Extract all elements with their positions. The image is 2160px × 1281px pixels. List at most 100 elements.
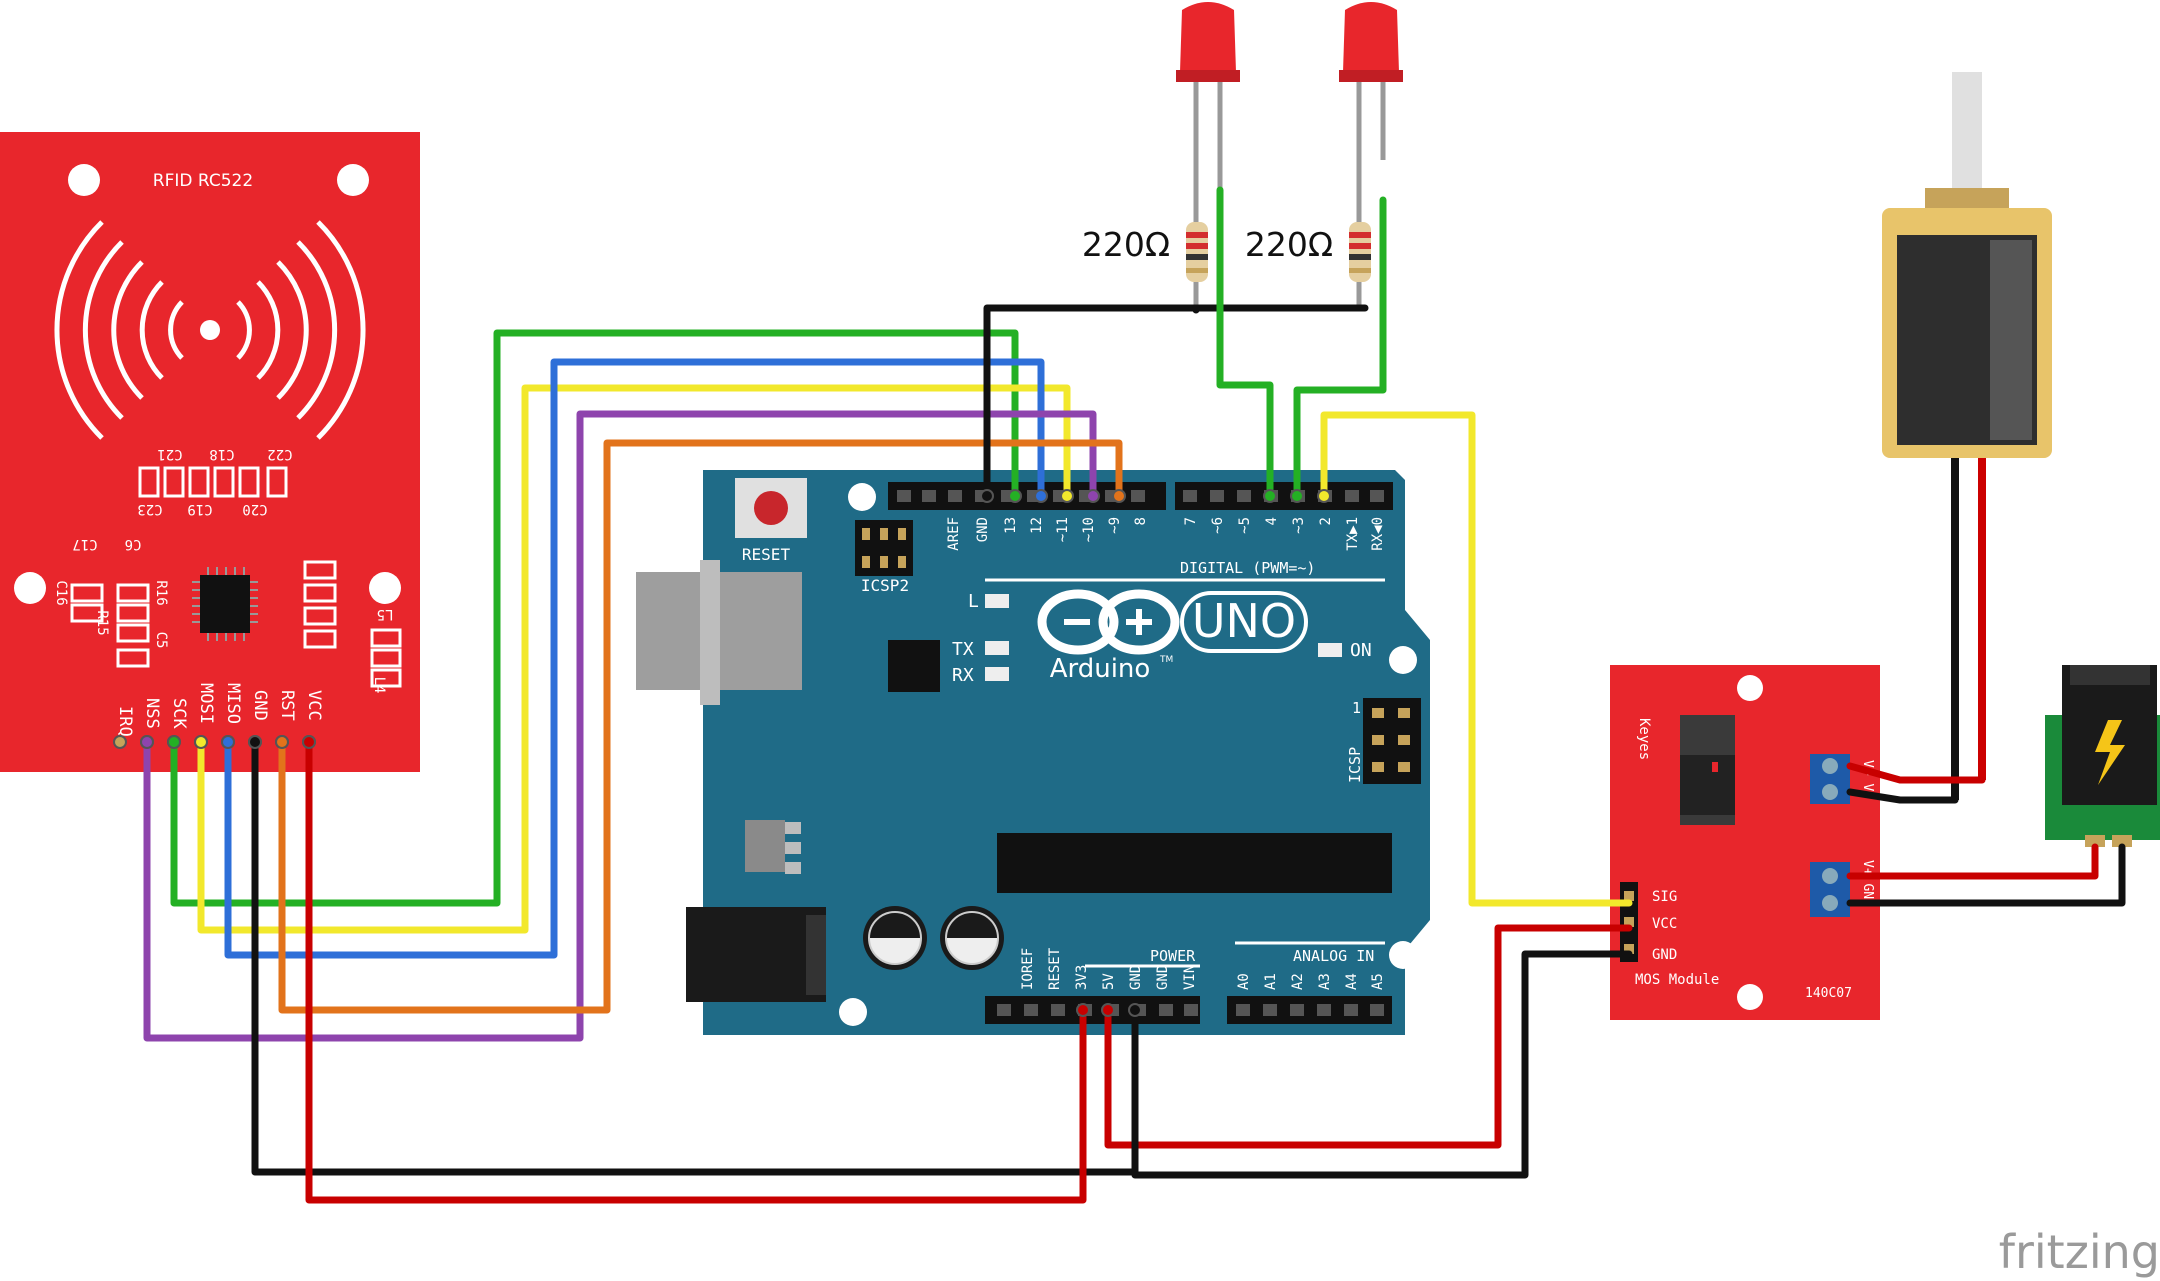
led-tx xyxy=(985,641,1009,655)
pin-label: 8 xyxy=(1133,517,1149,525)
pin-label: A0 xyxy=(1236,973,1252,990)
pin-label: 3V3 xyxy=(1074,965,1090,990)
wires xyxy=(143,186,2126,1204)
lightning-icon xyxy=(2095,720,2125,785)
arduino-brand: Arduino xyxy=(1050,654,1151,684)
cap-label: C23 xyxy=(137,501,162,517)
atmega-chip xyxy=(997,833,1392,893)
pin-label: A2 xyxy=(1290,973,1306,990)
rfid-mount-hole xyxy=(369,572,401,604)
in-terminal-label: V+ GND xyxy=(1860,860,1875,907)
mos-pin-label: VCC xyxy=(1652,916,1677,932)
pin-label: VIN xyxy=(1182,965,1198,990)
arduino-logo-icon xyxy=(1037,589,1180,655)
cap-label: C22 xyxy=(267,446,292,462)
pin-label: GND xyxy=(1128,965,1144,990)
pin-label: A3 xyxy=(1317,973,1333,990)
mos-pin-label: SIG xyxy=(1652,889,1677,905)
usb-chip xyxy=(888,640,940,692)
pin-label: RESET xyxy=(1047,947,1063,990)
wire-jack-red xyxy=(1846,843,2099,880)
rfid-pin-label: GND xyxy=(250,690,270,721)
led-tx-label: TX xyxy=(952,639,974,660)
pin-label: A4 xyxy=(1344,973,1360,990)
icsp-label: ICSP xyxy=(1346,747,1364,783)
pin-label: 4 xyxy=(1264,517,1280,525)
wire-end-caps xyxy=(140,489,1331,1017)
pin-label: 5V xyxy=(1101,973,1117,990)
digital-label: DIGITAL (PWM=~) xyxy=(1180,559,1315,577)
reset-button[interactable] xyxy=(735,478,807,538)
mos-mount-hole xyxy=(1737,984,1763,1010)
wire-led1-green xyxy=(1216,186,1274,500)
antenna-icon xyxy=(54,220,366,440)
pin-label: ~5 xyxy=(1237,517,1253,534)
pin-label: 7 xyxy=(1183,517,1199,525)
pin-label: TX▶1 xyxy=(1345,517,1361,551)
led-rx xyxy=(985,667,1009,681)
board-mount-hole xyxy=(848,483,876,511)
resistor-1 xyxy=(1186,160,1208,310)
mos-code-label: 140C07 xyxy=(1805,986,1852,1001)
screw-terminal-out xyxy=(1810,754,1850,804)
led-l-label: L xyxy=(968,591,979,612)
resistor-value: 220Ω xyxy=(1245,225,1333,264)
mosfet-transistor xyxy=(1680,715,1735,825)
usb-port[interactable] xyxy=(636,560,802,705)
rfid-pin-label: MISO xyxy=(223,683,243,724)
rfid-mount-hole xyxy=(68,164,100,196)
rfid-mount-hole xyxy=(337,164,369,196)
pin-label: GND xyxy=(975,517,991,542)
mos-pin-label: GND xyxy=(1652,947,1677,963)
electrolytic-capacitor xyxy=(863,906,927,970)
pin-label: ~3 xyxy=(1291,517,1307,534)
comp-label: C16 xyxy=(53,580,69,605)
voltage-regulator xyxy=(745,820,801,874)
pin-label: AREF xyxy=(946,517,962,551)
wire-mosi-yellow xyxy=(197,384,1071,934)
comp-label: C17 xyxy=(72,536,97,552)
rfid-pin-label: MOSI xyxy=(196,683,216,724)
resistor-value: 220Ω xyxy=(1082,225,1170,264)
wire-led2-green xyxy=(1293,196,1387,500)
led-l xyxy=(985,594,1009,608)
rfid-pin-label: RST xyxy=(277,690,297,721)
comp-label: L5 xyxy=(377,606,394,622)
resistor-2 xyxy=(1349,190,1371,310)
keyes-label: Keyes xyxy=(1636,718,1652,760)
rfid-pin-label: VCC xyxy=(304,690,324,721)
comp-label: L4 xyxy=(371,677,387,694)
dc-barrel-jack xyxy=(2045,665,2160,847)
pin-label: GND xyxy=(1155,965,1171,990)
analog-header xyxy=(1227,996,1392,1024)
pin-label: ~9 xyxy=(1107,517,1123,534)
board-mount-hole xyxy=(1389,646,1417,674)
comp-label: R16 xyxy=(153,580,169,605)
led-rx-label: RX xyxy=(952,665,974,686)
icsp2-label: ICSP2 xyxy=(861,576,909,595)
dc-power-jack[interactable] xyxy=(686,907,826,1002)
wire-rst-orange xyxy=(278,439,1123,1014)
mos-name-label: MOS Module xyxy=(1635,972,1719,988)
fritzing-watermark: fritzing xyxy=(1999,1225,2160,1279)
rfid-module: RFID RC522 C21 C18 C22 C23 C19 C20 xyxy=(0,132,420,772)
pin-label: IOREF xyxy=(1020,948,1036,990)
led-red-1 xyxy=(1176,2,1240,190)
board-mount-hole xyxy=(839,998,867,1026)
digital-header-right xyxy=(1175,482,1393,510)
wire-solenoid-red xyxy=(1846,762,1986,784)
cap-label: C18 xyxy=(209,446,234,462)
pin-label: RX◀0 xyxy=(1370,517,1386,551)
screw-terminal-in xyxy=(1810,862,1850,917)
mos-mount-hole xyxy=(1737,675,1763,701)
pin-label: 13 xyxy=(1003,517,1019,534)
uno-label: UNO xyxy=(1192,594,1296,648)
rfid-pin-label: NSS xyxy=(142,698,162,729)
wire-solenoid-black xyxy=(1846,788,1959,804)
icsp-one-label: 1 xyxy=(1352,699,1361,717)
arduino-uno-board: RESET ICSP2 xyxy=(636,470,1430,1035)
cap-label: C21 xyxy=(157,446,182,462)
board-mount-hole xyxy=(1389,941,1417,969)
comp-label: R15 xyxy=(94,610,110,635)
